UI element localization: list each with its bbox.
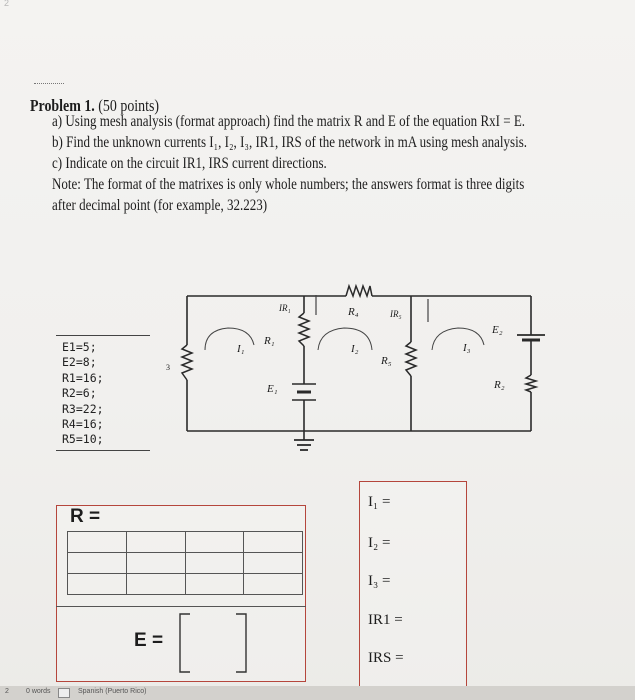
note-line-2: after decimal point (for example, 32.223… xyxy=(52,197,268,214)
r-matrix-grid xyxy=(67,531,303,595)
value-r5: R5=10; xyxy=(62,432,104,447)
problem-points: (50 points) xyxy=(98,96,160,115)
answer-ir1[interactable]: IR1 = xyxy=(368,612,403,628)
label-i3: I₃ xyxy=(462,342,471,354)
resistor-r3 xyxy=(179,344,195,381)
r-matrix-label: R = xyxy=(70,506,101,527)
r-cell[interactable] xyxy=(184,552,245,574)
status-page-number[interactable]: 2 xyxy=(5,688,9,695)
note-line-1: Note: The format of the matrixes is only… xyxy=(52,176,525,193)
r-cell[interactable] xyxy=(184,573,245,595)
value-r1: R1=16; xyxy=(62,370,104,385)
value-e1: E1=5; xyxy=(62,340,97,354)
value-r4: R4=16; xyxy=(62,417,104,432)
label-r2: R₂ xyxy=(493,379,505,391)
r-cell[interactable] xyxy=(67,552,127,574)
answer-i2[interactable]: I₂ = xyxy=(368,535,391,551)
problem-title: Problem 1. (50 points) xyxy=(30,96,159,116)
question-a: a) Using mesh analysis (format approach)… xyxy=(52,113,526,130)
resistor-r1 xyxy=(296,312,312,347)
r-cell[interactable] xyxy=(125,573,186,595)
label-ir5: IR₅ xyxy=(389,309,402,319)
resistor-r4 xyxy=(345,283,373,299)
current-marker-bars xyxy=(315,295,429,322)
r-cell[interactable] xyxy=(67,531,127,553)
answer-i3[interactable]: I₃ = xyxy=(368,573,391,589)
r-cell[interactable] xyxy=(243,531,303,553)
label-r5: R₅ xyxy=(380,355,392,367)
label-r1: R₁ xyxy=(263,335,275,347)
status-language[interactable]: Spanish (Puerto Rico) xyxy=(78,688,147,695)
question-c: c) Indicate on the circuit IR1, IRS curr… xyxy=(52,155,327,172)
problem-title-text: Problem 1. xyxy=(30,96,95,115)
r-cell[interactable] xyxy=(243,552,303,574)
value-r3: R3=22; xyxy=(62,401,104,416)
e-matrix-label: E = xyxy=(134,630,164,651)
mesh-current-arcs xyxy=(204,327,485,351)
answer-irs[interactable]: IRS = xyxy=(368,650,404,666)
status-word-count[interactable]: 0 words xyxy=(26,688,51,695)
page-corner-number: 2 xyxy=(4,0,10,8)
label-e2: E₂ xyxy=(491,324,503,336)
proofing-icon[interactable] xyxy=(58,688,70,698)
answer-i1[interactable]: I₁ = xyxy=(368,494,391,510)
label-e1: E₁ xyxy=(266,383,278,395)
r-cell[interactable] xyxy=(184,531,245,553)
value-e2: E2=8; xyxy=(62,355,97,370)
dotted-separator xyxy=(34,83,64,84)
label-r4: R₄ xyxy=(347,306,359,318)
battery-e1 xyxy=(292,383,316,401)
battery-e2 xyxy=(517,334,545,342)
resistor-r5 xyxy=(403,341,419,377)
value-r2: R2=6; xyxy=(62,386,97,401)
r-cell[interactable] xyxy=(125,531,186,553)
r-cell[interactable] xyxy=(243,573,303,595)
resistor-r2 xyxy=(523,374,539,393)
component-values-list: E1=5; E2=8; R1=16; R2=6; R3=22; R4=16; R… xyxy=(56,335,150,451)
label-ir1: IR₁ xyxy=(278,303,291,313)
ground-symbol xyxy=(294,439,314,451)
e-matrix-brackets[interactable] xyxy=(178,612,248,674)
r-cell[interactable] xyxy=(125,552,186,574)
current-answers-box xyxy=(359,481,467,688)
label-i1: I₁ xyxy=(236,343,245,355)
matrix-divider xyxy=(56,606,306,607)
label-i2: I₂ xyxy=(350,343,359,355)
status-bar: 2 0 words Spanish (Puerto Rico) xyxy=(0,686,635,700)
question-b: b) Find the unknown currents I₁, I₂, I₃,… xyxy=(52,134,528,151)
label-small-3: 3 xyxy=(166,363,170,372)
r-cell[interactable] xyxy=(67,573,127,595)
